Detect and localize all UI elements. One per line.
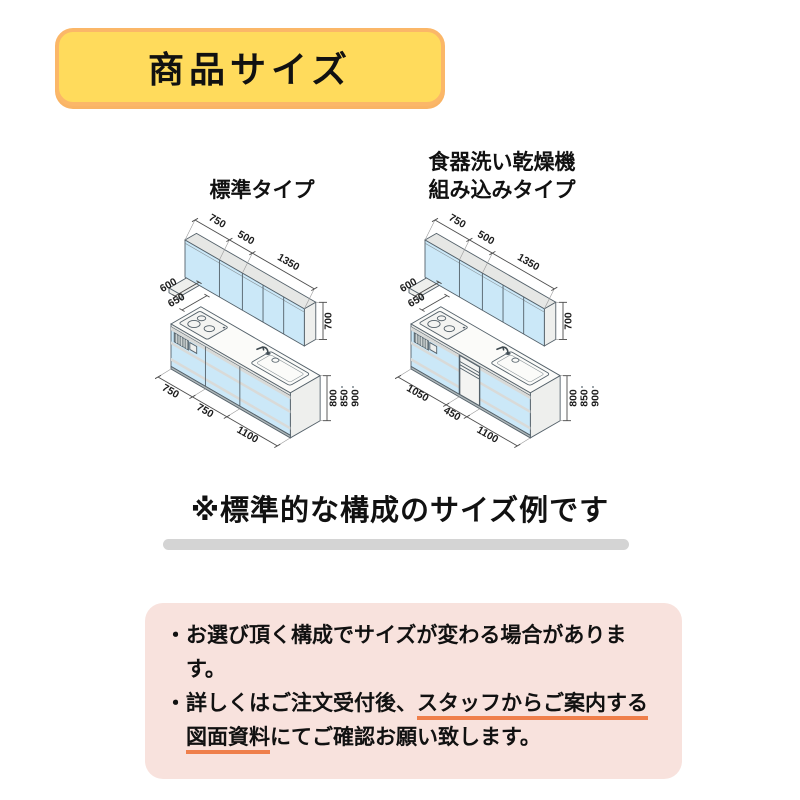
dim-upper-height: 700 [315, 302, 334, 339]
diagram-dishwasher-drawing: 750 500 1350 600 650 700 [394, 212, 601, 454]
dim-label: 900 [589, 389, 601, 407]
base-cabinet [411, 307, 560, 438]
grill-vent [414, 333, 436, 355]
footer-bullet-2: ・詳しくはご注文受付後、スタッフからご案内する図面資料にてご確認お願い致します。 [165, 687, 662, 755]
dim-label: 1350 [515, 251, 541, 273]
footer-bullet-1: ・お選び頂く構成でサイズが変わる場合があります。 [165, 624, 627, 682]
dim-label: 450 [441, 404, 462, 423]
footer-bullet-2-text: ・詳しくはご注文受付後、 [165, 692, 417, 716]
upper-cabinet [185, 233, 316, 346]
sink [490, 351, 550, 385]
dim-label: 850 [578, 389, 590, 407]
product-size-header: 商品サイズ [55, 28, 445, 106]
dim-top-widths: 750 500 1350 [425, 212, 557, 309]
page-title: 商品サイズ [148, 49, 352, 90]
dim-counter-heights: 800 850 900 [320, 376, 361, 421]
dim-label: 700 [562, 312, 574, 330]
footer-bullet-2-text-end: にてご確認お願い致します。 [270, 726, 541, 750]
diagram-dishwasher-title: 食器洗い乾燥機 組み込みタイプ [428, 151, 576, 202]
diagram-standard-drawing: 750 500 1350 600 650 700 [154, 212, 361, 454]
grill-vent [174, 333, 196, 355]
dim-label: 800 [567, 389, 579, 407]
size-example-note: ※標準的な構成のサイズ例です [190, 495, 610, 527]
faucet-icon [497, 347, 511, 356]
footer-bullet-2-underlined-1: スタッフからご案内する [417, 692, 648, 721]
dim-label: 1100 [474, 424, 500, 446]
base-cabinet [171, 307, 320, 438]
footer-bullet-2-underlined-2: 図面資料 [186, 726, 270, 755]
dim-label: 750 [159, 382, 180, 401]
note-underline-bar [163, 539, 629, 550]
sink [250, 351, 310, 385]
dim-label: 800 [327, 389, 339, 407]
diagram-standard: 標準タイプ 750 [150, 138, 374, 454]
diagram-dishwasher: 食器洗い乾燥機 組み込みタイプ 750 [390, 138, 614, 454]
cooktop [178, 311, 228, 340]
upper-cabinet [425, 233, 556, 346]
dim-label: 750 [194, 401, 215, 420]
cooktop [418, 311, 468, 340]
dim-label: 1050 [404, 382, 430, 404]
dishwasher-panel [459, 356, 479, 406]
faucet-icon [257, 347, 271, 356]
dim-label: 1350 [275, 251, 301, 273]
diagram-row: 標準タイプ 750 [150, 138, 622, 454]
dim-label: 850 [338, 389, 350, 407]
dim-label: 700 [322, 312, 334, 330]
dim-label: 1100 [234, 424, 260, 446]
footer-notice-box: ・お選び頂く構成でサイズが変わる場合があります。 ・詳しくはご注文受付後、スタッ… [145, 603, 682, 780]
dim-upper-height: 700 [555, 302, 574, 339]
dim-label: 900 [349, 389, 361, 407]
dim-counter-heights: 800 850 900 [560, 376, 601, 421]
diagram-standard-title: 標準タイプ [209, 178, 315, 202]
